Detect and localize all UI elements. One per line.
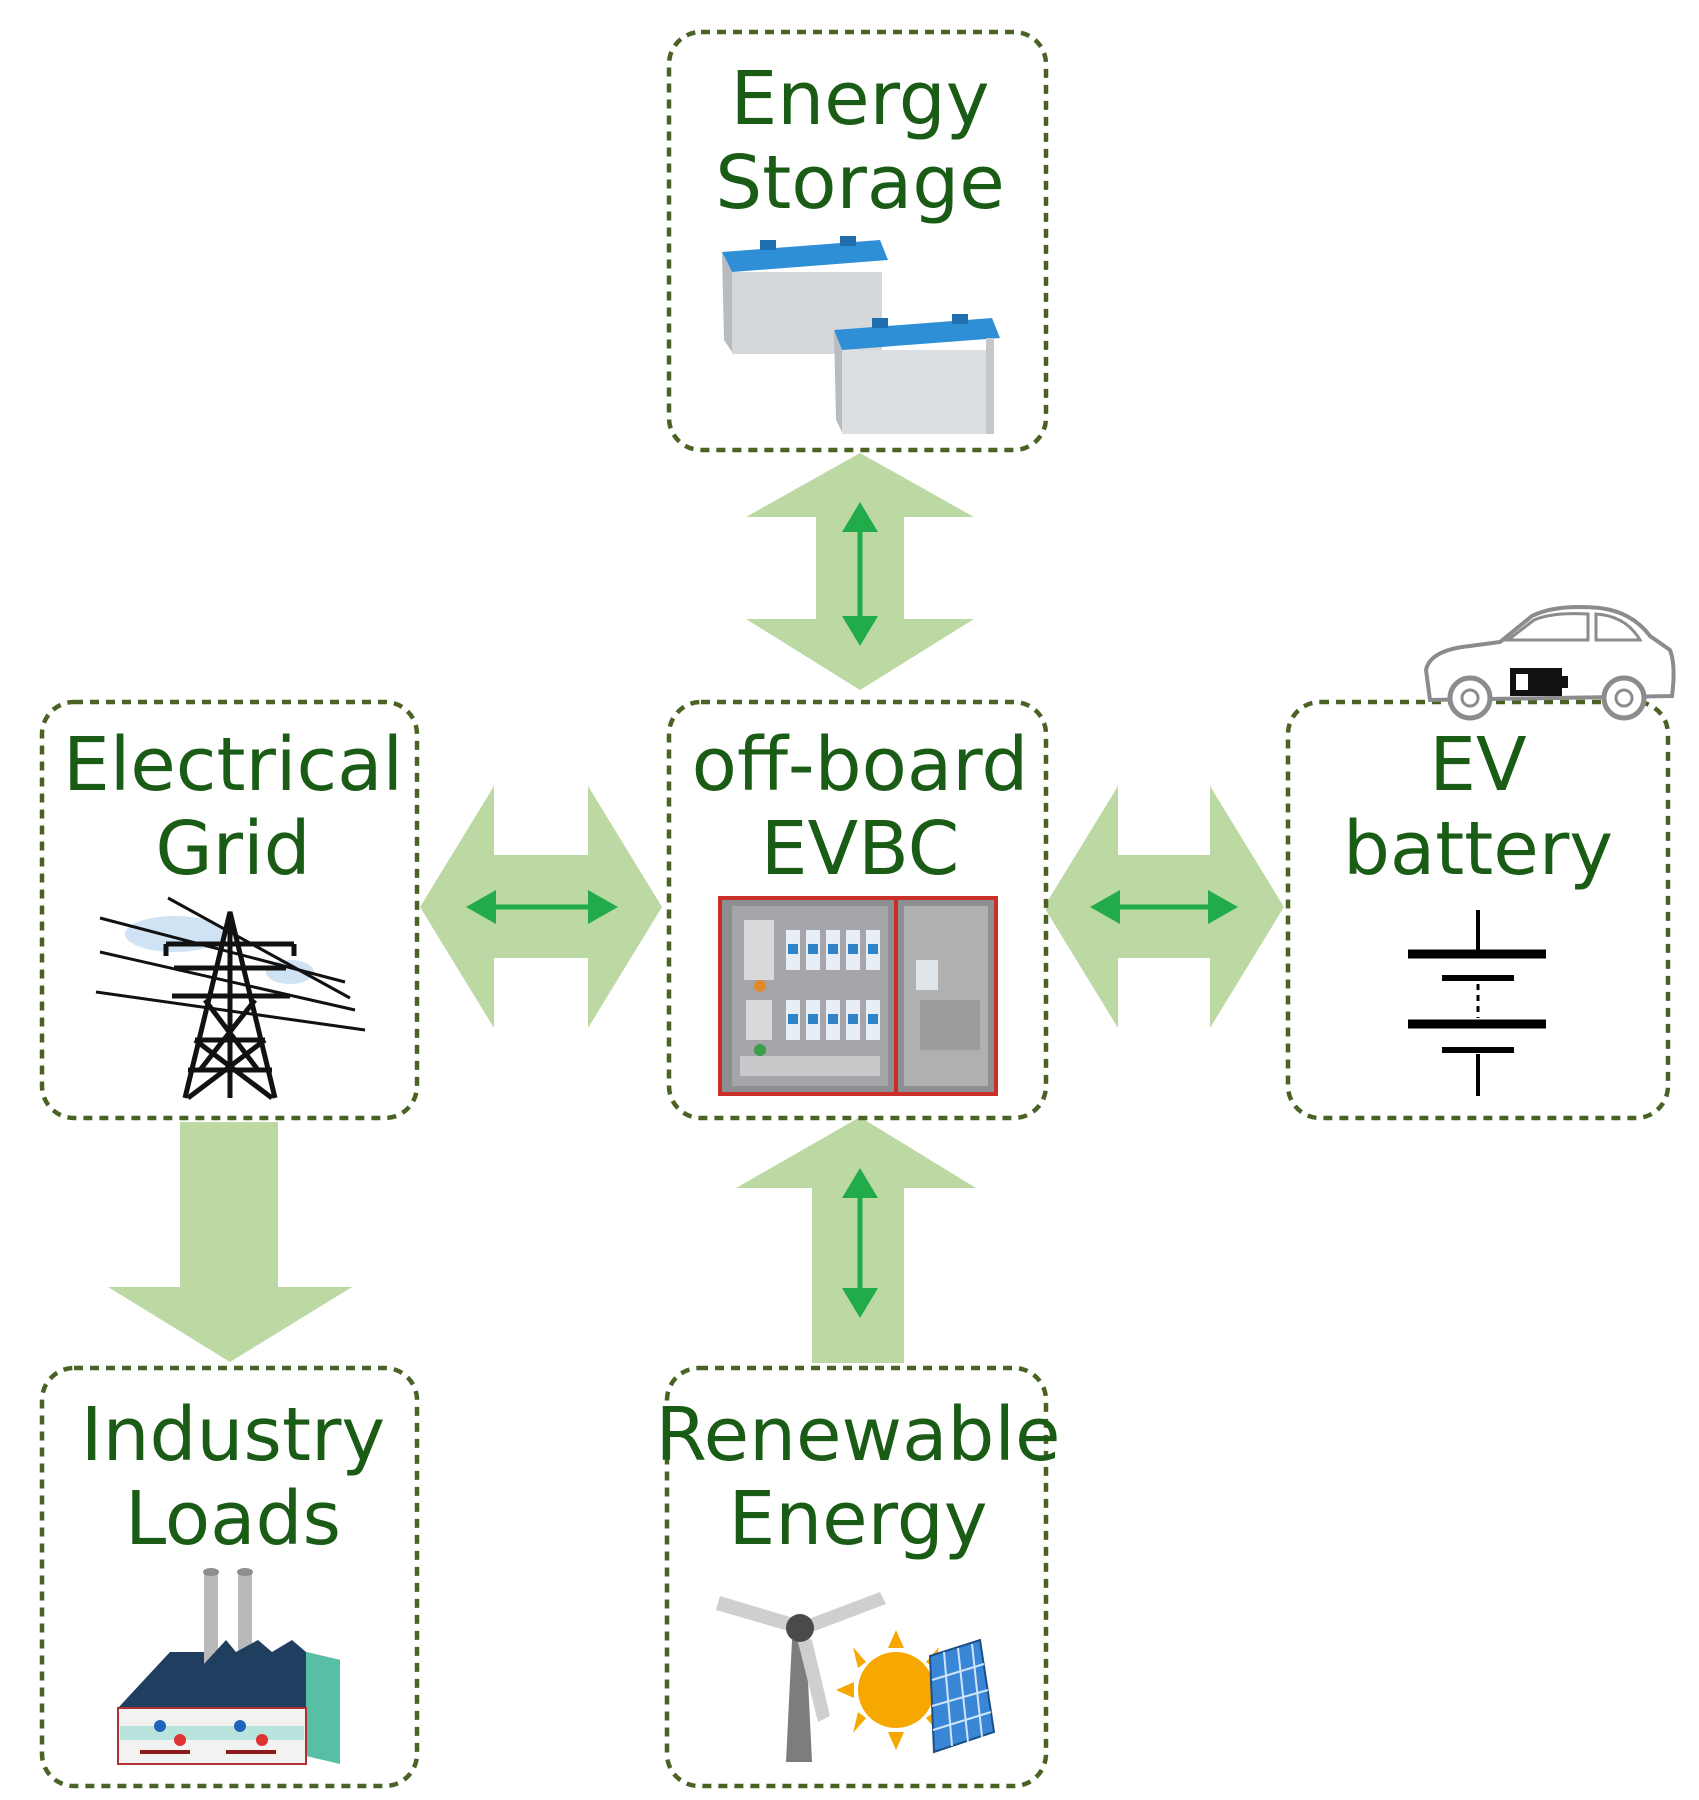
ev-battery-title-line1: EV [1429,722,1527,808]
power-tower-icon [95,896,366,1100]
electric-car-icon [1423,605,1676,721]
node-industry-loads: Industry Loads [39,1365,420,1789]
energy-storage-title-line2: Storage [715,140,1005,226]
flow-arrow-grid-evbc [420,786,662,1028]
battery-pack-icon [722,236,1000,434]
flow-arrow-renewable-evbc [736,1117,976,1363]
flow-arrow-evbc-ev [1044,786,1284,1028]
node-electrical-grid: Electrical Grid [39,699,420,1121]
node-renewable-energy: Renewable Energy [656,1365,1061,1789]
flow-arrow-storage-evbc [746,453,974,690]
industry-loads-title-line2: Loads [125,1476,341,1562]
bidirectional-arrow-renewable-evbc [842,1168,878,1318]
energy-storage-title-line1: Energy [730,56,989,142]
evbc-title-line2: EVBC [761,806,960,892]
bidirectional-arrow-evbc-ev [1090,890,1238,924]
wind-solar-icon [716,1592,996,1762]
ev-battery-title-line2: battery [1343,806,1613,892]
electrical-grid-title-line2: Grid [155,806,310,892]
electrical-grid-title-line1: Electrical [63,722,403,808]
factory-icon [117,1568,340,1765]
battery-symbol-icon [1408,910,1546,1096]
evbc-title-line1: off-board [692,722,1029,808]
bidirectional-arrow-grid-evbc [466,890,618,924]
charger-cabinet-icon [718,896,998,1096]
node-evbc: off-board EVBC [666,699,1049,1121]
flow-arrow-grid-industry [108,1122,352,1362]
industry-loads-title-line1: Industry [81,1392,385,1478]
node-ev-battery: EV battery [1285,699,1671,1121]
renewable-energy-title-line1: Renewable [656,1392,1061,1478]
renewable-energy-title-line2: Energy [728,1476,987,1562]
node-energy-storage: Energy Storage [666,29,1049,453]
bidirectional-arrow-storage-evbc [842,502,878,646]
